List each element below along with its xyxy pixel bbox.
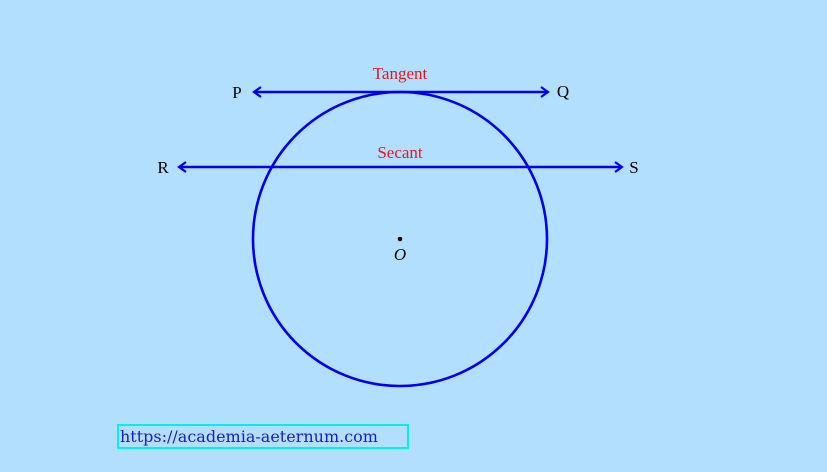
website-link[interactable]: https://academia-aeternum.com	[117, 424, 409, 449]
point-s-label: S	[629, 158, 638, 177]
center-o-label: O	[394, 245, 406, 264]
tangent-label: Tangent	[373, 64, 428, 83]
secant-label: Secant	[377, 143, 423, 162]
point-r-label: R	[157, 158, 169, 177]
point-p-label: P	[232, 83, 241, 102]
center-point	[397, 236, 403, 242]
point-q-label: Q	[557, 82, 569, 101]
